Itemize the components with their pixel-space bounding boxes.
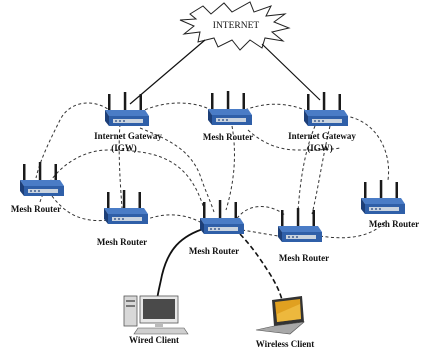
mesh-link [297,125,316,213]
node-label: Mesh Router [189,246,239,256]
internet-cloud-shape [179,1,291,51]
mesh-link [239,103,306,113]
mesh-link [118,123,123,209]
router-mesh-left-mid: Mesh Router [97,190,148,247]
node-label-line1: Internet Gateway [288,131,356,141]
node-label: Mesh Router [279,253,329,263]
router-igw-left: Internet Gateway (IGW) [94,92,162,153]
wireless-router-icon [208,91,252,125]
wireless-router-icon [20,162,64,196]
mesh-link [139,102,216,113]
wireless-router-icon [104,190,148,224]
mesh-link [241,229,279,237]
mesh-link [344,115,390,181]
mesh-link [247,129,341,151]
mesh-link [39,149,206,213]
mesh-link [225,125,235,211]
wireless-router-icon [278,208,322,242]
client-wired: Wired Client [123,295,189,345]
wireless-client-link [239,233,283,301]
wired-client-link [156,227,207,301]
wireless-router-icon [200,200,244,234]
client-wireless: Wireless Client [256,296,314,349]
desktop-computer-icon [123,295,189,335]
client-label: Wireless Client [256,339,314,349]
node-label: Mesh Router [369,219,419,229]
mesh-link [35,102,113,179]
router-igw-right: Internet Gateway (IGW) [288,92,356,153]
router-mesh-center: Mesh Router [189,200,244,256]
mesh-link [144,214,201,223]
node-label: Mesh Router [97,237,147,247]
node-label-line2: (IGW) [307,143,333,153]
mesh-link [319,221,386,239]
client-links [156,227,283,301]
internet-label: INTERNET [213,21,260,31]
router-mesh-right: Mesh Router [361,180,419,229]
node-label-line2: (IGW) [111,143,137,153]
wireless-router-icon [361,180,405,214]
mesh-link [51,195,111,222]
router-mesh-left: Mesh Router [11,162,64,214]
client-label: Wired Client [129,335,179,345]
wireless-router-icon [105,92,149,126]
router-mesh-right-mid: Mesh Router [278,208,329,263]
uplink-igw-left [129,39,206,105]
node-label: Mesh Router [203,132,253,142]
laptop-icon [255,296,305,335]
uplinks [129,39,321,105]
internet-cloud: INTERNET [179,1,291,51]
router-mesh-top-center: Mesh Router [203,91,253,142]
uplink-igw-right [261,43,321,101]
node-label: Mesh Router [11,204,61,214]
wireless-router-icon [304,92,348,126]
node-label-line1: Internet Gateway [94,131,162,141]
mesh-link [139,127,215,213]
